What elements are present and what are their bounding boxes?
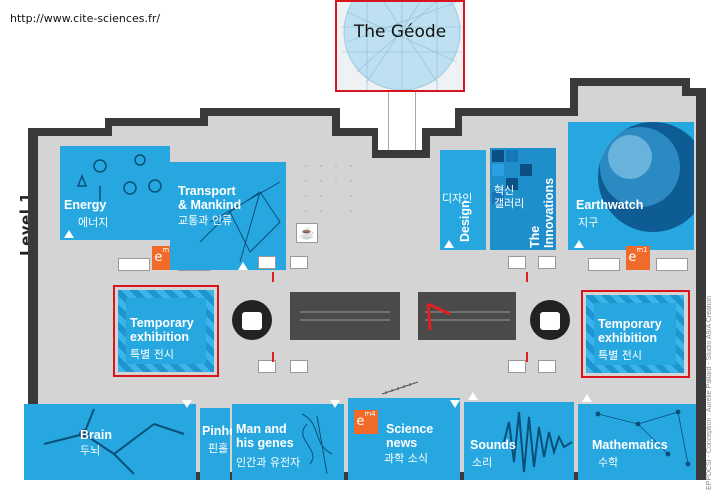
zone-temporary-left[interactable]: Temporary exhibition 특별 전시 [118,290,214,372]
math-network-image [595,409,691,467]
brain-korean: 두뇌 [80,444,101,457]
zone-science-news[interactable]: Science news 과학 소식 [348,398,460,480]
slot [656,258,688,271]
zone-genes[interactable]: Man and his genes 인간과 유전자 [232,404,344,480]
design-marker-icon [444,240,454,248]
design-title: Design [458,200,472,242]
zone-earthwatch[interactable]: Earthwatch 지구 [568,122,694,250]
em-badge-1[interactable]: em1 [626,246,650,270]
lift-left-icon [242,312,262,330]
zone-sounds[interactable]: Sounds 소리 [464,402,574,480]
slot [290,256,308,269]
zone-transport[interactable]: Transport & Mankind 교통과 인류 [170,162,286,270]
earthwatch-korean: 지구 [578,216,599,229]
cafe-icon[interactable]: ☕ [296,223,318,243]
pinhole-korean: 핀홀 [208,442,229,455]
temp-right-title: Temporary exhibition [598,317,662,345]
geode-sphere-image [342,2,462,90]
sounds-title: Sounds [470,438,516,452]
zone-design[interactable]: 디자인 Design [440,150,486,250]
energy-icons [76,154,162,201]
pinhole-box [200,408,230,480]
innovations-title: The Innovations Gallery [528,177,556,248]
geode-walkway [388,92,416,152]
science-news-title: Science news [386,422,434,450]
science-news-marker-icon [450,400,460,408]
sound-wave-image [503,411,573,473]
earthwatch-marker-icon [574,240,584,248]
temp-right-inner: Temporary exhibition 특별 전시 [594,303,676,365]
escalators [300,302,510,331]
sounds-korean: 소리 [472,456,493,469]
transport-network-image [199,181,281,263]
slot [508,360,526,373]
energy-korean: 에너지 [78,216,109,229]
transport-marker-icon [238,262,248,270]
red-marker [272,352,274,362]
genes-title: Man and his genes [236,422,294,450]
site-url[interactable]: http://www.cite-sciences.fr/ [10,12,161,25]
science-news-korean: 과학 소식 [384,452,428,465]
temp-left-highlight [113,285,219,377]
red-marker [526,272,528,282]
geode-box[interactable]: The Géode [335,0,465,92]
earthwatch-title: Earthwatch [576,198,644,212]
brain-title: Brain [80,428,112,442]
lift-right-icon [540,312,560,330]
slot [538,360,556,373]
stairs-icon [381,381,419,395]
geode-title: The Géode [353,22,447,42]
slot [258,360,276,373]
temp-left-title: Temporary exhibition [130,316,194,344]
innovations-korean: 혁신 갤러리 [494,184,525,210]
transport-korean: 교통과 인류 [178,214,233,227]
temp-right-korean: 특별 전시 [598,349,642,362]
slot [118,258,150,271]
zone-mathematics[interactable]: Mathematics 수학 [578,404,696,480]
zone-temporary-right[interactable]: Temporary exhibition 특별 전시 [586,295,684,373]
genes-korean: 인간과 유전자 [236,456,301,469]
genes-marker-icon [330,400,340,408]
red-marker [272,272,274,282]
genes-image [301,413,333,475]
mathematics-marker-icon [582,394,592,402]
temp-left-korean: 특별 전시 [130,348,174,361]
sounds-marker-icon [468,392,478,400]
slot [508,256,526,269]
zone-innovations[interactable]: 혁신 갤러리 The Innovations Gallery [490,148,556,250]
slot [538,256,556,269]
slot [258,256,276,269]
transport-title: Transport & Mankind [178,184,242,212]
slot [588,258,620,271]
red-marker [526,352,528,362]
central-hall-right [418,292,516,340]
brain-neuron-image [43,408,185,475]
credit-text: EPPDCSI - Conception : Aurélie Pallard -… [706,295,713,490]
slot [290,360,308,373]
mathematics-korean: 수학 [598,456,619,469]
zone-energy[interactable]: Energy 에너지 [60,146,170,240]
mathematics-title: Mathematics [592,438,668,452]
design-korean: 디자인 [442,192,473,205]
em-badge-4[interactable]: em4 [354,410,378,434]
earth-globe-image [598,122,694,232]
temp-right-highlight [581,290,690,378]
temp-left-inner: Temporary exhibition 특별 전시 [126,298,206,364]
central-hall-left [290,292,400,340]
innovations-squares-image [492,150,532,204]
energy-title: Energy [64,198,107,212]
energy-marker-icon [64,230,74,238]
zone-brain[interactable]: Brain 두뇌 [24,404,196,480]
brain-marker-icon [182,400,192,408]
